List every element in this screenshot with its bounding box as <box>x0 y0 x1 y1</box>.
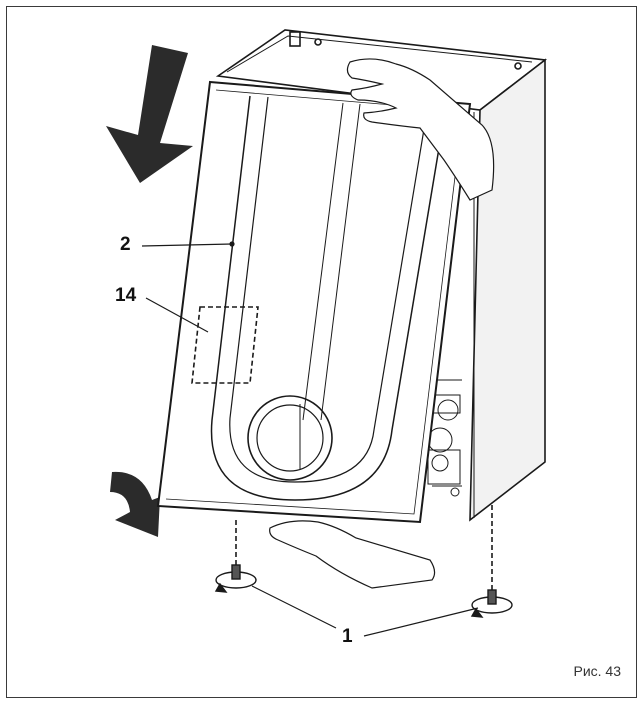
screw-right <box>470 589 513 618</box>
top-hand <box>346 58 495 201</box>
curved-down-arrow <box>110 471 160 537</box>
figure-caption: Рис. 43 <box>573 663 621 679</box>
front-panel <box>156 80 472 524</box>
callout-front-panel: 2 <box>120 234 131 255</box>
bottom-hand <box>269 520 436 589</box>
leader-lines <box>141 241 479 637</box>
callout-label-area: 14 <box>115 285 137 306</box>
screw-guides <box>235 505 493 590</box>
callout-screws: 1 <box>342 626 353 647</box>
label-area-outline <box>191 306 259 384</box>
down-arrow-large <box>106 45 193 183</box>
screw-left <box>214 564 257 593</box>
